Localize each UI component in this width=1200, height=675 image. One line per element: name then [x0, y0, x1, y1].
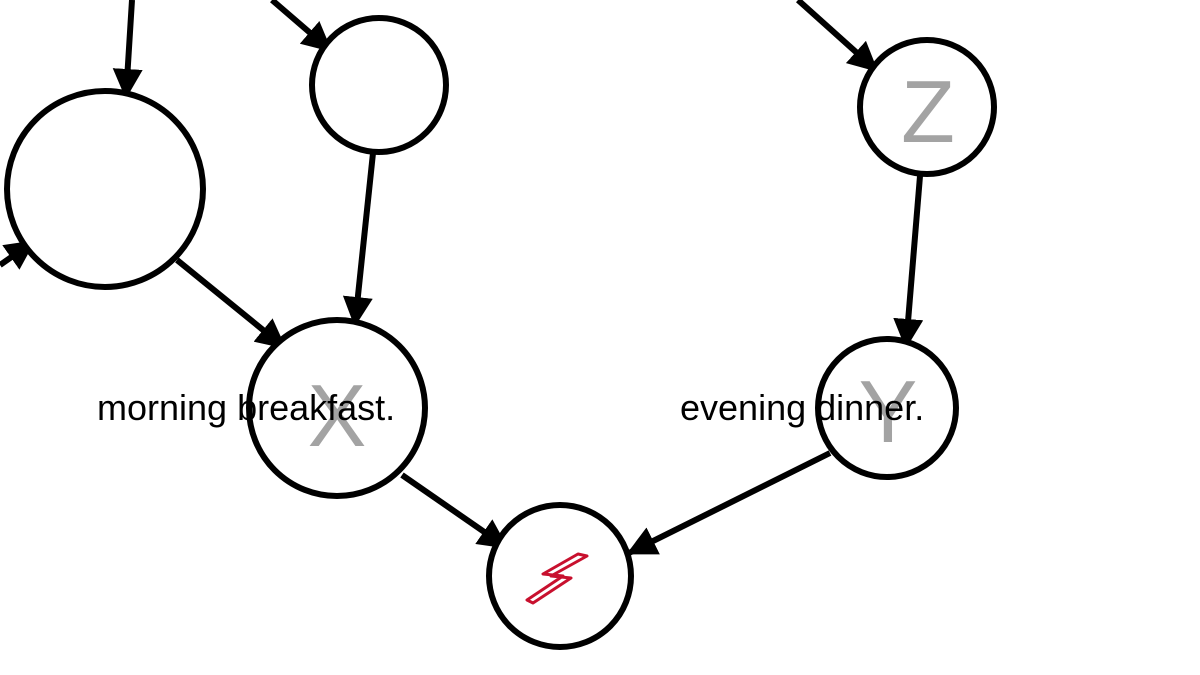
edge-offscreen-to-top-node: [270, 0, 333, 53]
node-y-caption: evening dinner.: [680, 387, 924, 428]
edge-offscreen-to-left-node: [112, 0, 143, 99]
edge-z-to-y: [893, 175, 924, 349]
node-z-letter: Z: [901, 62, 955, 161]
edge-top-node-to-x: [342, 152, 376, 327]
node-x-letter: X: [308, 366, 367, 465]
node-z: [857, 37, 997, 177]
node-y-letter: Y: [859, 362, 918, 461]
node-y: [815, 336, 959, 480]
lightning-bolt-icon: [525, 552, 589, 605]
node-top: [309, 15, 449, 155]
node-x: [246, 317, 428, 499]
edge-y-to-bottom: [626, 450, 832, 556]
edge-offscreen-to-z: [795, 0, 879, 73]
edge-x-to-bottom: [400, 472, 509, 550]
node-left: [4, 88, 206, 290]
node-x-caption: morning breakfast.: [97, 387, 395, 428]
edge-left-node-to-x: [175, 257, 287, 350]
